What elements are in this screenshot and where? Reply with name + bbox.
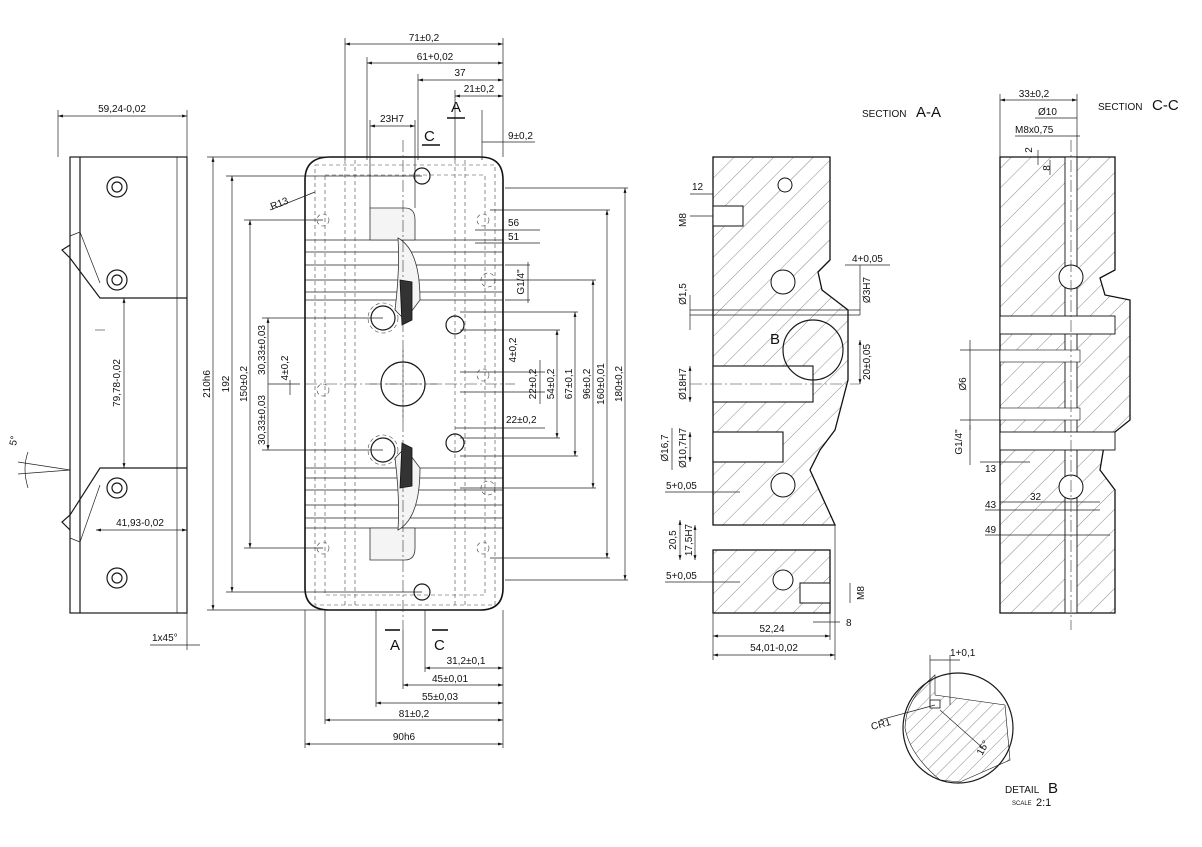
dim-side-angle: 5° bbox=[8, 435, 20, 446]
dim-54: 54±0,2 bbox=[546, 368, 557, 399]
dim-22-vert: 22±0,2 bbox=[528, 368, 539, 399]
dim-12: 12 bbox=[692, 182, 704, 193]
dim-m8-bottom: M8 bbox=[856, 586, 867, 600]
section-c-title-prefix: SECTION bbox=[1098, 102, 1142, 113]
dim-23h7: 23H7 bbox=[380, 114, 404, 125]
dim-210h6: 210h6 bbox=[202, 370, 213, 398]
dim-4-005: 4+0,05 bbox=[852, 254, 883, 265]
section-c-title-letter: C-C bbox=[1152, 97, 1179, 114]
detail-b-scale-value: 2:1 bbox=[1036, 797, 1051, 809]
dim-30-33-upper: 30,33±0,03 bbox=[257, 325, 268, 375]
dim-5-005-upper: 5+0,05 bbox=[666, 481, 697, 492]
dim-5-005-lower: 5+0,05 bbox=[666, 571, 697, 582]
dim-4-left: 4±0,2 bbox=[280, 355, 291, 380]
dim-31-2: 31,2±0,1 bbox=[447, 656, 486, 667]
side-bolt-1 bbox=[106, 176, 128, 198]
dim-d3h7: Ø3H7 bbox=[862, 277, 873, 304]
section-c-view: SECTION C-C 33±0,2 Ø10 M8x0,75 2 8 Ø6 G1… bbox=[954, 89, 1179, 630]
dim-d1-5: Ø1,5 bbox=[678, 283, 689, 305]
dim-cr1: CR1 bbox=[870, 717, 893, 733]
dim-81: 81±0,2 bbox=[399, 709, 430, 720]
detail-b-view: 1+0,1 CR1 15° DETAIL B SCALE 2:1 bbox=[870, 648, 1058, 809]
dim-side-height: 79,78-0,02 bbox=[112, 359, 123, 407]
dim-g14-front: G1/4" bbox=[516, 269, 527, 295]
dim-8: 8 bbox=[846, 618, 852, 629]
section-mark-a-top: A bbox=[451, 99, 461, 116]
section-a-title-prefix: SECTION bbox=[862, 109, 906, 120]
dim-m8x0-75: M8x0,75 bbox=[1015, 125, 1054, 136]
detail-b-title-prefix: DETAIL bbox=[1005, 785, 1040, 796]
dim-20-5: 20,5 bbox=[668, 530, 679, 550]
detail-mark-b: B bbox=[770, 331, 780, 348]
dim-m8-top: M8 bbox=[678, 213, 689, 227]
dim-side-width: 59,24-0,02 bbox=[98, 104, 146, 115]
dim-d16-7: Ø16,7 bbox=[660, 434, 671, 462]
dim-51: 51 bbox=[508, 232, 520, 243]
dim-160: 160±0,01 bbox=[596, 363, 607, 405]
dim-67: 67±0,1 bbox=[564, 368, 575, 399]
dim-4-right: 4±0,2 bbox=[508, 337, 519, 362]
dim-37: 37 bbox=[454, 68, 466, 79]
dim-20-005: 20±0,05 bbox=[862, 344, 873, 381]
front-view: 71±0,2 61+0,02 37 21±0,2 23H7 9±0,2 A C … bbox=[202, 33, 628, 748]
dim-61: 61+0,02 bbox=[417, 52, 454, 63]
dim-43: 43 bbox=[985, 500, 997, 511]
dim-54-01: 54,01-0,02 bbox=[750, 643, 798, 654]
dim-d18h7: Ø18H7 bbox=[678, 368, 689, 400]
dim-1-01: 1+0,1 bbox=[950, 648, 976, 659]
dim-30-33-lower: 30,33±0,03 bbox=[257, 395, 268, 445]
dim-22-horiz: 22±0,2 bbox=[506, 415, 537, 426]
dim-90h6: 90h6 bbox=[393, 732, 416, 743]
dim-d10-7h7: Ø10,7H7 bbox=[678, 428, 689, 468]
dim-150: 150±0,2 bbox=[239, 366, 250, 403]
section-mark-a-bottom: A bbox=[390, 637, 400, 654]
dim-96: 96±0,2 bbox=[582, 368, 593, 399]
detail-b-scale-label: SCALE bbox=[1012, 801, 1032, 807]
dim-d10: Ø10 bbox=[1038, 107, 1057, 118]
dim-9: 9±0,2 bbox=[508, 131, 533, 142]
detail-b-title-letter: B bbox=[1048, 780, 1058, 797]
dim-side-chamfer: 1x45° bbox=[152, 633, 178, 644]
dim-d6: Ø6 bbox=[958, 377, 969, 391]
dim-33: 33±0,2 bbox=[1019, 89, 1050, 100]
dim-2: 2 bbox=[1024, 147, 1035, 153]
section-mark-c-bottom: C bbox=[434, 637, 445, 654]
dim-56: 56 bbox=[508, 218, 520, 229]
dim-21: 21±0,2 bbox=[464, 84, 495, 95]
dim-17-5h7: 17,5H7 bbox=[684, 523, 695, 556]
dim-55: 55±0,03 bbox=[422, 692, 459, 703]
section-mark-c-top: C bbox=[424, 128, 435, 145]
side-view: 59,24-0,02 79,78-0,02 41,93-0,02 5° 1x45… bbox=[8, 104, 200, 650]
dim-192: 192 bbox=[221, 375, 232, 392]
dim-49: 49 bbox=[985, 525, 997, 536]
dim-71: 71±0,2 bbox=[409, 33, 440, 44]
dim-180: 180±0,2 bbox=[614, 366, 625, 403]
dim-45: 45±0,01 bbox=[432, 674, 469, 685]
dim-32: 32 bbox=[1030, 492, 1042, 503]
dim-side-lower: 41,93-0,02 bbox=[116, 518, 164, 529]
section-a-title-letter: A-A bbox=[916, 104, 941, 121]
dim-13: 13 bbox=[985, 464, 997, 475]
dim-r13: R13 bbox=[269, 196, 291, 213]
dim-8-c: 8 bbox=[1042, 165, 1053, 171]
side-bolt-4 bbox=[106, 567, 128, 589]
section-a-view: SECTION A-A 12 M8 4+0,05 Ø1,5 bbox=[660, 104, 941, 660]
side-bolt-2 bbox=[106, 269, 128, 291]
dim-52-24: 52,24 bbox=[759, 624, 784, 635]
side-bolt-3 bbox=[106, 477, 128, 499]
dim-g14-c: G1/4" bbox=[954, 429, 965, 455]
